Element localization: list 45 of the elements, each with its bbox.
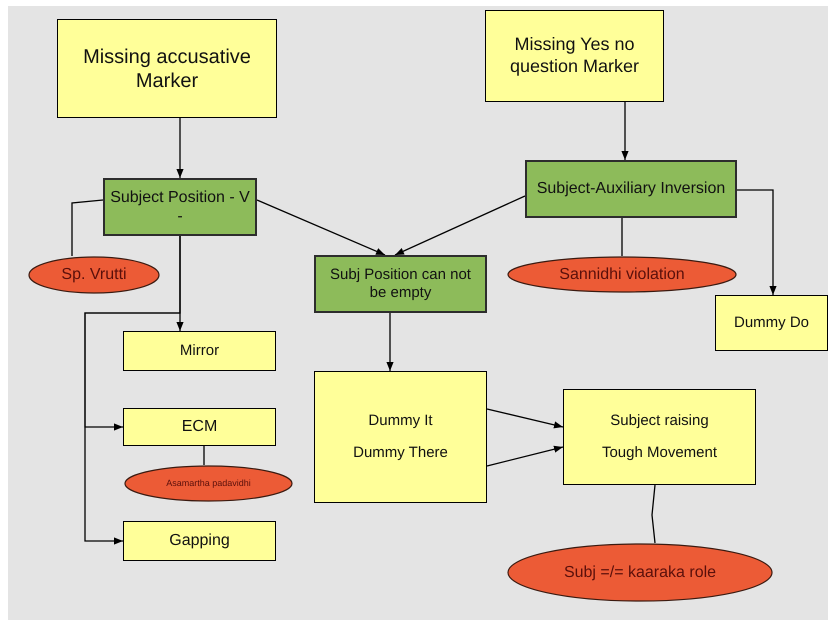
process-box [525, 160, 737, 218]
node-label: Sp. Vrutti [60, 265, 128, 285]
arrow [256, 199, 386, 256]
node-label: ECM [180, 417, 218, 437]
process-box [123, 408, 276, 446]
process-box [123, 521, 276, 561]
process-box [715, 295, 828, 351]
process-box [563, 389, 756, 485]
node-label: Missing Yes no question Marker [508, 34, 640, 78]
node-label: Subject raising [609, 412, 710, 430]
connector-line [621, 218, 623, 256]
node-label: Subj Position can not be empty [329, 266, 472, 302]
node-label: Sannidhi violation [558, 264, 686, 284]
arrow [176, 118, 184, 178]
ellipse-node [124, 465, 293, 502]
process-box [485, 10, 664, 102]
arrow [737, 189, 777, 295]
process-box [103, 178, 257, 236]
arrow [486, 446, 564, 467]
arrow [486, 408, 564, 428]
process-box [314, 255, 487, 313]
node-label: Gapping [168, 531, 231, 551]
ellipse-node [507, 543, 773, 602]
node-label: Dummy Do [732, 314, 810, 332]
process-box [57, 19, 277, 118]
node-label: Tough Movement [600, 444, 718, 462]
node-label: Subject Position - V - [109, 188, 251, 226]
node-label: Dummy It [367, 412, 434, 430]
node-label: Mirror [178, 342, 220, 360]
arrow [394, 195, 526, 256]
arrow [84, 236, 181, 545]
arrow [621, 102, 629, 160]
arrow [386, 313, 394, 371]
node-label: Subject-Auxiliary Inversion [536, 179, 726, 199]
connector-line [203, 446, 205, 465]
connector-line [71, 199, 104, 256]
node-label: Dummy There [352, 444, 449, 462]
node-label: Asamartha padavidhi [165, 478, 252, 489]
ellipse-node [28, 256, 160, 294]
process-box [314, 371, 487, 503]
node-label: Subj =/= kaaraka role [562, 562, 718, 582]
process-box [123, 331, 276, 371]
ellipse-node [507, 256, 737, 293]
node-label: Missing accusative Marker [82, 44, 252, 92]
connector-line [651, 484, 656, 544]
